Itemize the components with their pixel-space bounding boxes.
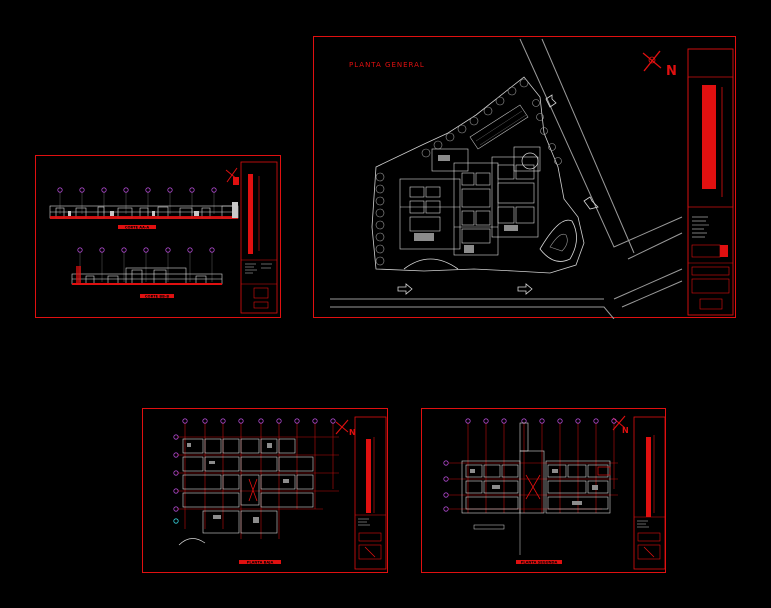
sheet-sections[interactable]: CORTE AA-A CO — [35, 155, 281, 318]
sections-drawing: CORTE AA-A CO — [49, 161, 278, 314]
section-bottom-building — [71, 267, 223, 285]
traffic-arrows — [397, 94, 599, 295]
entry-arc — [403, 258, 459, 270]
north-arrow-icon — [225, 167, 239, 185]
parking-hatch — [469, 104, 529, 150]
section-top-title-bar — [118, 225, 156, 229]
section-bottom-title: CORTE BB-B — [145, 295, 169, 299]
floor-1-fixtures — [187, 443, 289, 523]
floor-1-title-bar — [239, 560, 281, 564]
floor-plan-1-drawing: N — [173, 416, 387, 570]
north-arrow-icon — [335, 419, 349, 435]
floor-2-grid-markers — [443, 418, 617, 512]
plaza-circle — [521, 152, 539, 170]
site-title-block-band — [702, 85, 716, 189]
floor-2-title: PLANTA SEGUNDA — [521, 561, 558, 565]
section-top-grid-markers — [57, 187, 217, 214]
north-letter: N — [622, 426, 629, 435]
section-top-title: CORTE AA-A — [125, 226, 150, 230]
site-roads — [330, 38, 683, 319]
site-boundary — [371, 76, 585, 274]
floor-1-title: PLANTA BAJA — [247, 561, 274, 565]
north-letter: N — [349, 428, 356, 437]
floor-plan-2-drawing: N — [443, 415, 666, 570]
site-title-block-text-lines — [692, 216, 709, 238]
floor-2-fixtures — [470, 469, 598, 505]
floor-2-rooms — [461, 422, 611, 514]
section-bottom-grid-markers — [77, 247, 215, 282]
north-letter: N — [666, 64, 677, 79]
section-top-details — [68, 202, 238, 218]
floor-1-rooms — [182, 438, 314, 534]
site-building-detail — [414, 155, 518, 253]
sheet-floor-plan-2[interactable]: N — [421, 408, 666, 573]
sheet-floor-plan-1[interactable]: N — [142, 408, 388, 573]
floor-2-title-bar — [516, 560, 562, 564]
site-building — [399, 146, 541, 256]
sheet-site-plan[interactable]: N — [313, 36, 736, 319]
north-arrow-icon — [612, 415, 626, 431]
site-plan-title: PLANTA GENERAL — [349, 61, 425, 69]
title-block-text-lines — [245, 263, 272, 274]
section-bottom-title-bar — [140, 294, 174, 298]
site-trees — [375, 78, 562, 266]
roundabout — [539, 219, 577, 262]
floor-1-grid-markers — [173, 418, 336, 512]
north-arrow-icon — [642, 50, 662, 72]
site-plan-drawing: N — [330, 38, 734, 319]
floor-2-grid — [448, 423, 618, 513]
